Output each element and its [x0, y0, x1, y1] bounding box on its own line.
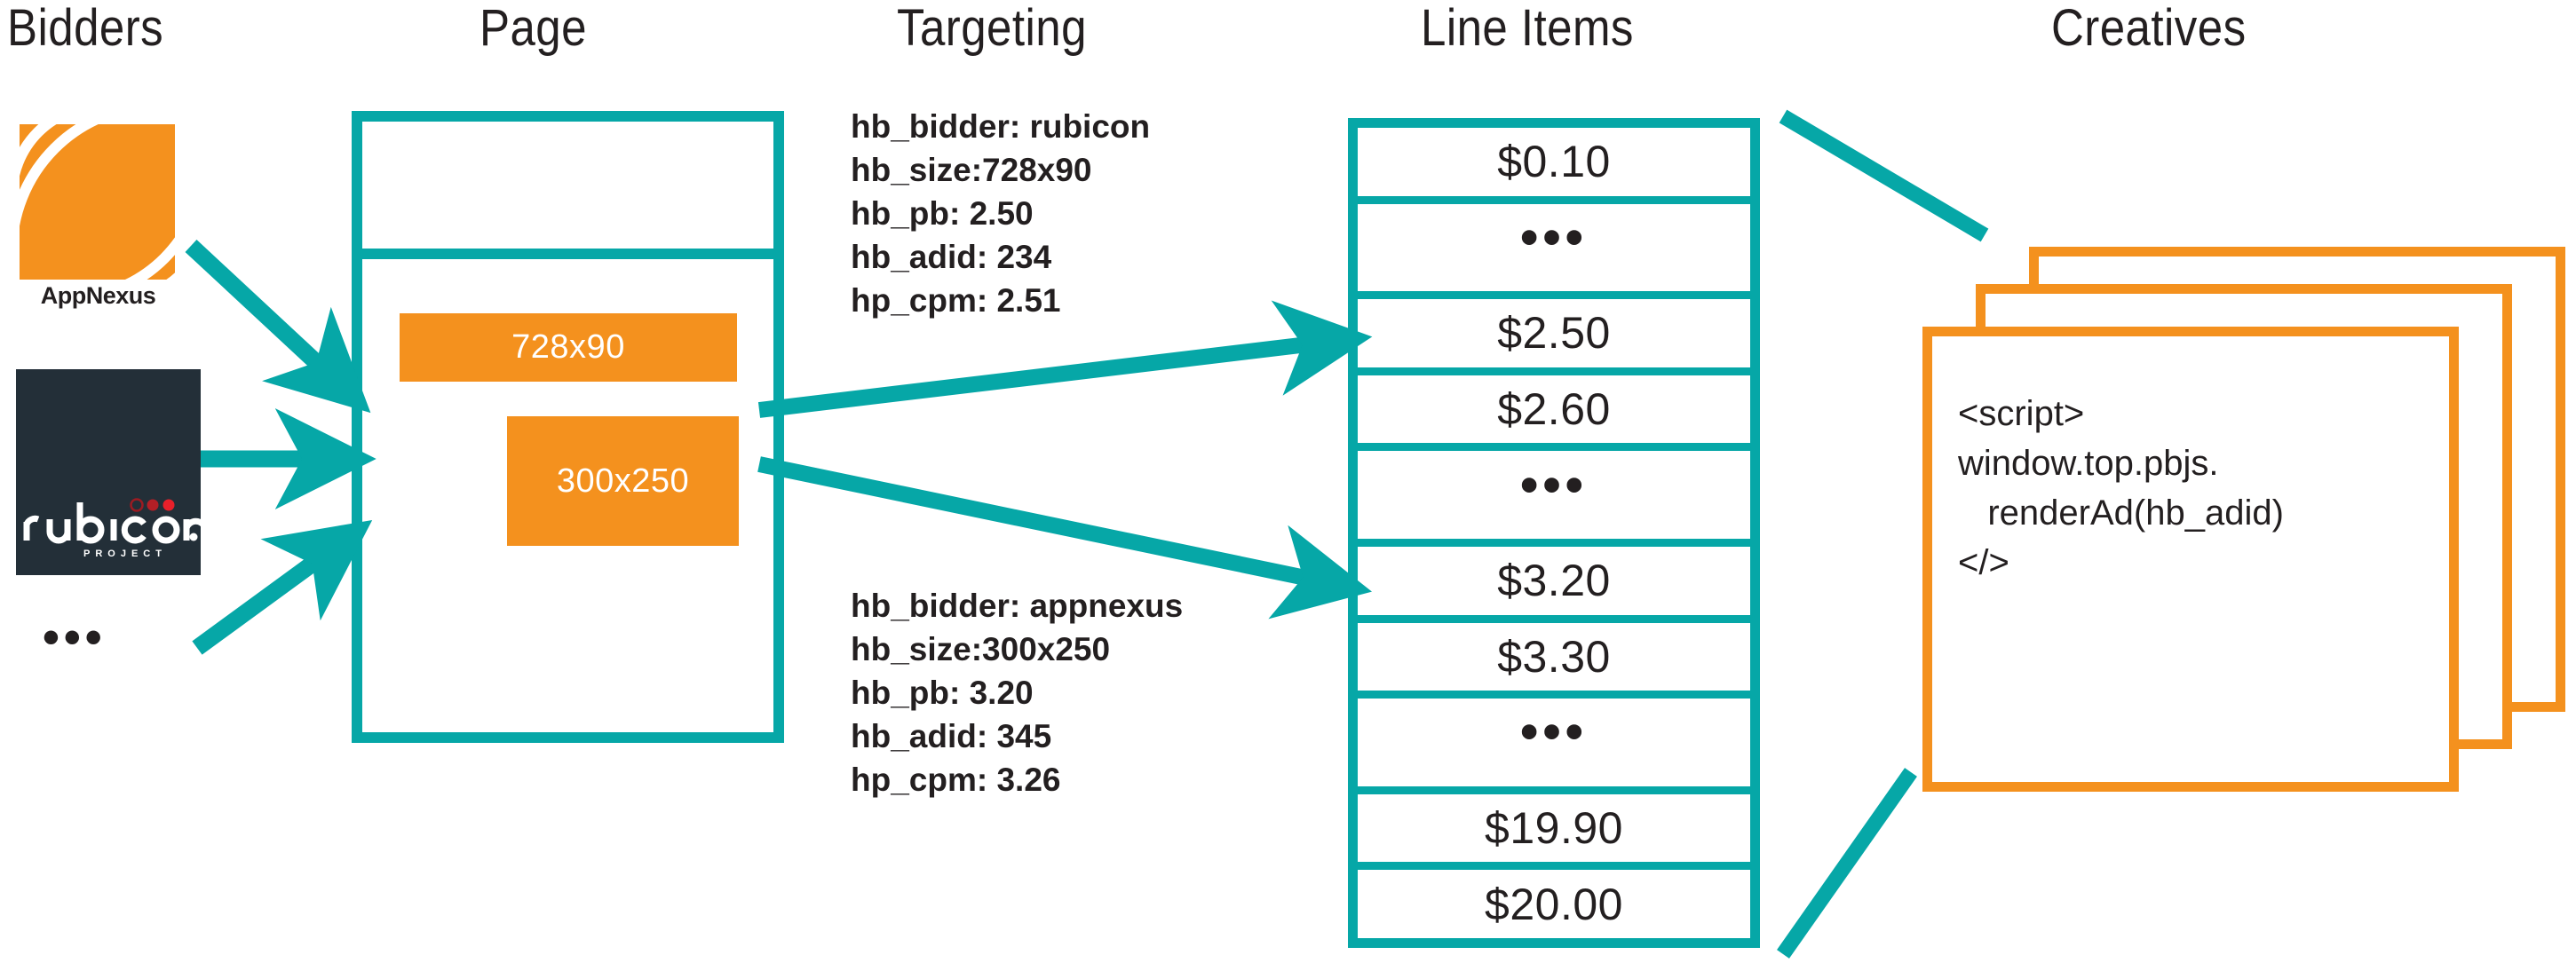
- appnexus-logo-icon: [20, 124, 175, 280]
- ad-slot-728x90[interactable]: 728x90: [400, 313, 737, 382]
- line-item-row: •••: [1358, 203, 1750, 292]
- column-title-creatives: Creatives: [2051, 0, 2247, 57]
- arrow-page-to-lineitem-320: [757, 456, 1373, 620]
- creative-script-code: <script> window.top.pbjs. renderAd(hb_ad…: [1958, 394, 2284, 582]
- page-header-divider: [362, 249, 773, 259]
- targeting-block-appnexus: hb_bidder: appnexus hb_size:300x250 hb_p…: [851, 584, 1183, 801]
- column-title-page: Page: [480, 0, 587, 57]
- line-item-row[interactable]: $2.50: [1358, 299, 1750, 367]
- line-item-row: •••: [1358, 699, 1750, 786]
- appnexus-logo: [20, 124, 175, 280]
- rubicon-project-logo: PROJECT: [16, 369, 201, 575]
- column-title-line-items: Line Items: [1421, 0, 1634, 57]
- arrow-more-bidders-to-page: [192, 519, 373, 655]
- column-title-bidders: Bidders: [7, 0, 164, 57]
- line-item-row: •••: [1358, 451, 1750, 539]
- bidders-more-indicator: •••: [43, 611, 107, 664]
- page-container: 728x90 300x250: [352, 111, 784, 743]
- line-item-row[interactable]: $3.30: [1358, 622, 1750, 691]
- targeting-line: hb_pb: 2.50: [851, 195, 1034, 232]
- targeting-line: hb_pb: 3.20: [851, 675, 1034, 711]
- rubicon-wordmark-icon: [23, 498, 201, 544]
- arrow-page-to-lineitem-250: [757, 300, 1373, 418]
- targeting-line: hb_bidder: appnexus: [851, 588, 1184, 624]
- targeting-block-rubicon: hb_bidder: rubicon hb_size:728x90 hb_pb:…: [851, 105, 1150, 322]
- line-item-row[interactable]: $19.90: [1358, 793, 1750, 863]
- ad-slot-300x250[interactable]: 300x250: [507, 416, 739, 546]
- targeting-line: hb_size:728x90: [851, 152, 1092, 188]
- targeting-line: hb_bidder: rubicon: [851, 108, 1151, 145]
- rubicon-project-sublabel: PROJECT: [83, 549, 167, 559]
- line-item-row[interactable]: $3.20: [1358, 546, 1750, 615]
- targeting-line: hb_size:300x250: [851, 631, 1111, 667]
- line-item-row[interactable]: $20.00: [1358, 870, 1750, 938]
- targeting-line: hp_cpm: 3.26: [851, 762, 1061, 798]
- targeting-line: hb_adid: 345: [851, 718, 1052, 754]
- line-items-table: $0.10 ••• $2.50 $2.60 ••• $3.20 $3.30 ••…: [1348, 118, 1760, 948]
- appnexus-wordmark: AppNexus: [40, 282, 156, 309]
- creative-card-front[interactable]: [1922, 327, 2459, 792]
- line-item-row[interactable]: $0.10: [1358, 128, 1750, 196]
- column-title-targeting: Targeting: [897, 0, 1087, 57]
- targeting-line: hp_cpm: 2.51: [851, 282, 1061, 319]
- connector-lineitems-to-creatives-top: [1779, 109, 1989, 242]
- connector-lineitems-to-creatives-bottom: [1777, 768, 1917, 959]
- targeting-line: hb_adid: 234: [851, 239, 1052, 275]
- arrow-appnexus-to-page: [185, 240, 371, 414]
- line-item-row[interactable]: $2.60: [1358, 375, 1750, 444]
